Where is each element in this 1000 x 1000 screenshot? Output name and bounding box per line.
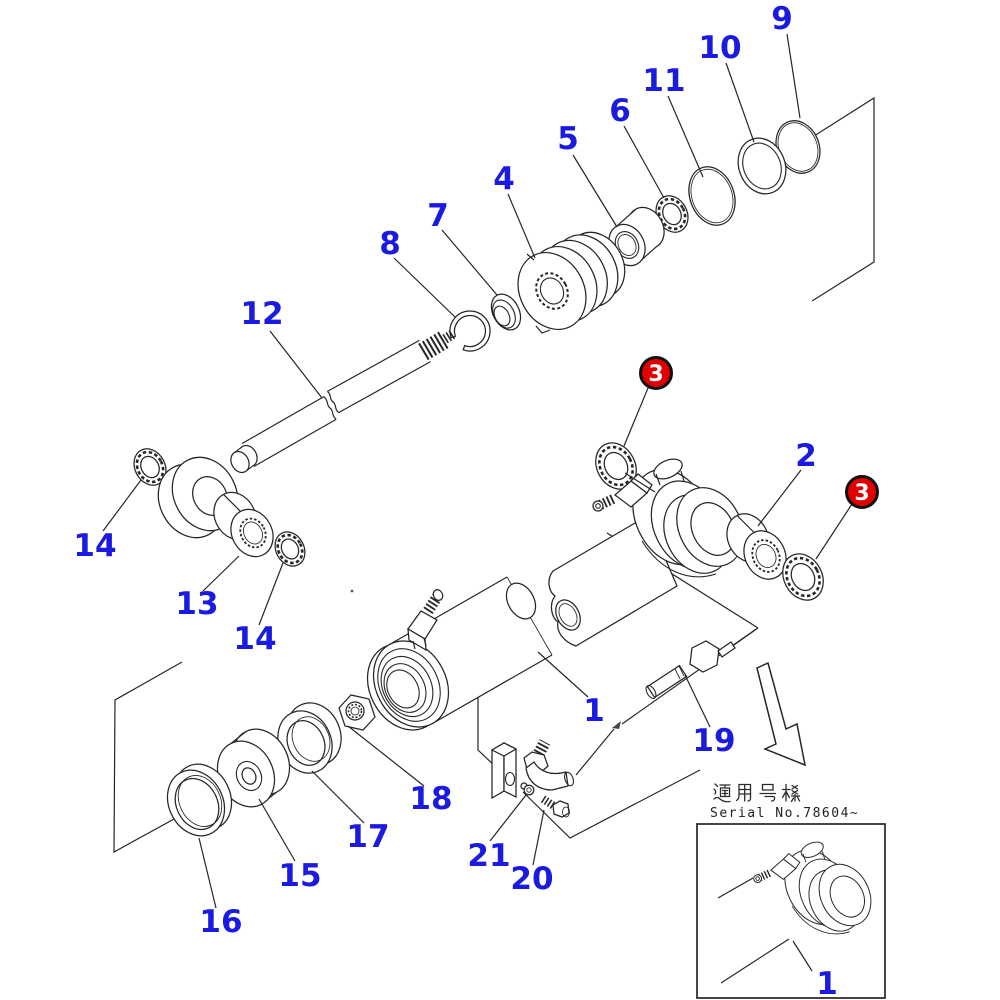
part-19-hose	[645, 628, 757, 699]
part-4-piston	[517, 231, 626, 334]
callout-14-lower: 14	[233, 621, 276, 657]
part-18-nut	[338, 694, 376, 731]
callout-14-left: 14	[73, 528, 116, 564]
part-16-wear-ring	[166, 763, 233, 837]
part-8-snap-ring	[449, 310, 491, 352]
part-3-snap-ring-upper	[595, 442, 637, 490]
inset-callout-1: 1	[816, 966, 838, 1000]
part-1-tube-segment-2	[548, 515, 678, 647]
callout-8: 8	[379, 226, 401, 262]
panel-frame-lower-left	[113, 661, 197, 854]
part-17-gland-ring	[277, 702, 342, 774]
callout-20: 20	[510, 861, 553, 897]
callout-6: 6	[609, 93, 631, 129]
callout-17: 17	[346, 819, 389, 855]
callout-21: 21	[467, 838, 510, 874]
callout-10: 10	[698, 30, 741, 66]
callout-18: 18	[409, 781, 452, 817]
part-7-ring	[490, 293, 522, 331]
red-badge-3-right-text: 3	[854, 481, 869, 506]
callout-1: 1	[583, 693, 605, 729]
callout-7: 7	[427, 198, 449, 234]
part-10-backup-ring	[737, 137, 787, 195]
callout-11: 11	[642, 63, 685, 99]
callout-12: 12	[240, 296, 283, 332]
inset-box	[696, 823, 886, 999]
part-13-bushing	[213, 491, 274, 558]
callout-15: 15	[278, 858, 321, 894]
part-12-piston-rod	[157, 329, 456, 539]
part-15-piston-seal-assy	[216, 728, 291, 808]
arrow-pointer	[756, 661, 806, 767]
callout-16: 16	[199, 904, 242, 940]
valve-block-elbow	[490, 728, 615, 800]
callout-2: 2	[795, 438, 817, 474]
applicable-model-kanji: 適用号機	[713, 783, 801, 803]
part-1-cylinder-tube	[366, 576, 553, 731]
red-badge-3-right: 3	[845, 475, 879, 509]
part-3-snap-ring-right	[782, 553, 824, 601]
serial-number-text: Serial No.78604~	[710, 806, 859, 821]
part-21-washer	[520, 782, 535, 796]
part-11-o-ring	[688, 166, 736, 226]
leader-lines	[102, 33, 853, 909]
callout-4: 4	[493, 161, 515, 197]
part-2-bushing	[726, 513, 787, 580]
red-badge-3-upper-text: 3	[648, 362, 663, 387]
part-14-dust-seal-left	[133, 448, 167, 486]
callout-13: 13	[175, 586, 218, 622]
stray-dot	[350, 589, 354, 593]
red-badge-3-upper: 3	[639, 356, 673, 390]
part-14-snap-ring-lower	[274, 531, 306, 567]
callout-19: 19	[692, 723, 735, 759]
callout-9: 9	[771, 1, 793, 37]
part-20-bolt	[540, 795, 570, 818]
panel-frame-top-right	[811, 96, 875, 302]
callout-labels: 1 2 4 5 6 7 8 9 10 11 12 13 14 14 15 16 …	[73, 1, 837, 1000]
tick-mark	[612, 721, 621, 729]
callout-5: 5	[557, 121, 579, 157]
